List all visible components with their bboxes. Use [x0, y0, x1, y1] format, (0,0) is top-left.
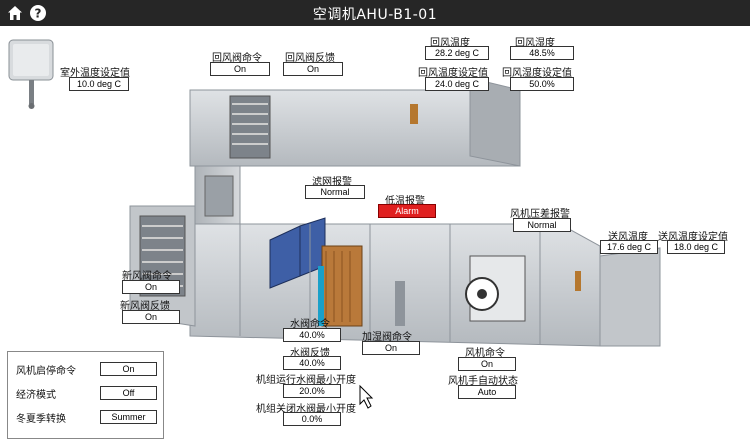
start-stop-value[interactable]: On [100, 362, 157, 376]
outdoor-temp-value[interactable]: 10.0 deg C [69, 77, 129, 91]
return-damper-fb-value: On [283, 62, 343, 76]
fresh-damper-cmd-label: 新风阀命令 [122, 271, 172, 282]
cursor-icon [359, 384, 374, 409]
svg-text:?: ? [35, 7, 42, 21]
economy-row: 经济模式 Off [8, 383, 163, 403]
return-damper-cmd-label: 回风阀命令 [212, 53, 262, 64]
season-row: 冬夏季转换 Summer [8, 407, 163, 427]
control-panel: 风机启停命令 On 经济模式 Off 冬夏季转换 Summer [7, 351, 164, 439]
outdoor-sensor-icon [8, 39, 54, 109]
outdoor-temp-label: 室外温度设定值 [60, 68, 130, 79]
page-title: 空调机AHU-B1-01 [312, 7, 438, 23]
return-damper-fb-label: 回风阀反馈 [285, 53, 335, 64]
fan-pressure-alarm-label: 风机压差报警 [510, 209, 570, 220]
return-temp-label: 回风温度 [430, 38, 470, 49]
supply-temp-label: 送风温度 [608, 232, 648, 243]
start-stop-label: 风机启停命令 [16, 366, 76, 377]
return-humidity-sp-label: 回风湿度设定值 [502, 68, 572, 79]
supply-temp-sp-value[interactable]: 18.0 deg C [667, 240, 725, 254]
water-valve-cmd-label: 水阀命令 [290, 319, 330, 330]
humidifier-cmd-label: 加湿阀命令 [362, 332, 412, 343]
supply-temp-sp-label: 送风温度设定值 [658, 232, 728, 243]
economy-value[interactable]: Off [100, 386, 157, 400]
water-valve-cmd-value[interactable]: 40.0% [283, 328, 341, 342]
fan-cmd-label: 风机命令 [465, 348, 505, 359]
fresh-damper-fb-label: 新风阀反馈 [120, 301, 170, 312]
ahu-diagram [129, 77, 661, 409]
start-stop-row: 风机启停命令 On [8, 359, 163, 379]
humidifier-cmd-value[interactable]: On [362, 341, 420, 355]
filter-alarm-label: 滤网报警 [312, 177, 352, 188]
fan-mode-label: 风机手自动状态 [448, 376, 518, 387]
return-temp-value: 28.2 deg C [425, 46, 489, 60]
supply-temp-value: 17.6 deg C [600, 240, 658, 254]
fan-mode-value: Auto [458, 385, 516, 399]
return-humidity-label: 回风湿度 [515, 38, 555, 49]
season-label: 冬夏季转换 [16, 414, 66, 425]
water-valve-fb-value: 40.0% [283, 356, 341, 370]
fan-cmd-value[interactable]: On [458, 357, 516, 371]
valve-min-stopped-label: 机组关闭水阀最小开度 [256, 404, 356, 415]
low-temp-alarm-label: 低温报警 [385, 196, 425, 207]
valve-min-running-value[interactable]: 20.0% [283, 384, 341, 398]
water-valve-fb-label: 水阀反馈 [290, 348, 330, 359]
season-value[interactable]: Summer [100, 410, 157, 424]
economy-label: 经济模式 [16, 390, 56, 401]
fresh-damper-fb-value: On [122, 310, 180, 324]
return-humidity-sp-value[interactable]: 50.0% [510, 77, 574, 91]
home-icon[interactable] [6, 4, 24, 22]
return-temp-sp-value[interactable]: 24.0 deg C [425, 77, 489, 91]
return-damper-cmd-value[interactable]: On [210, 62, 270, 76]
title-bar: ? 空调机AHU-B1-01 [0, 0, 750, 26]
fan-pressure-alarm-value: Normal [513, 218, 571, 232]
valve-min-running-label: 机组运行水阀最小开度 [256, 375, 356, 386]
help-icon[interactable]: ? [29, 4, 47, 22]
fresh-damper-cmd-value[interactable]: On [122, 280, 180, 294]
valve-min-stopped-value[interactable]: 0.0% [283, 412, 341, 426]
low-temp-alarm-value: Alarm [378, 204, 436, 218]
return-humidity-value: 48.5% [510, 46, 574, 60]
filter-alarm-value: Normal [305, 185, 365, 199]
return-temp-sp-label: 回风温度设定值 [418, 68, 488, 79]
